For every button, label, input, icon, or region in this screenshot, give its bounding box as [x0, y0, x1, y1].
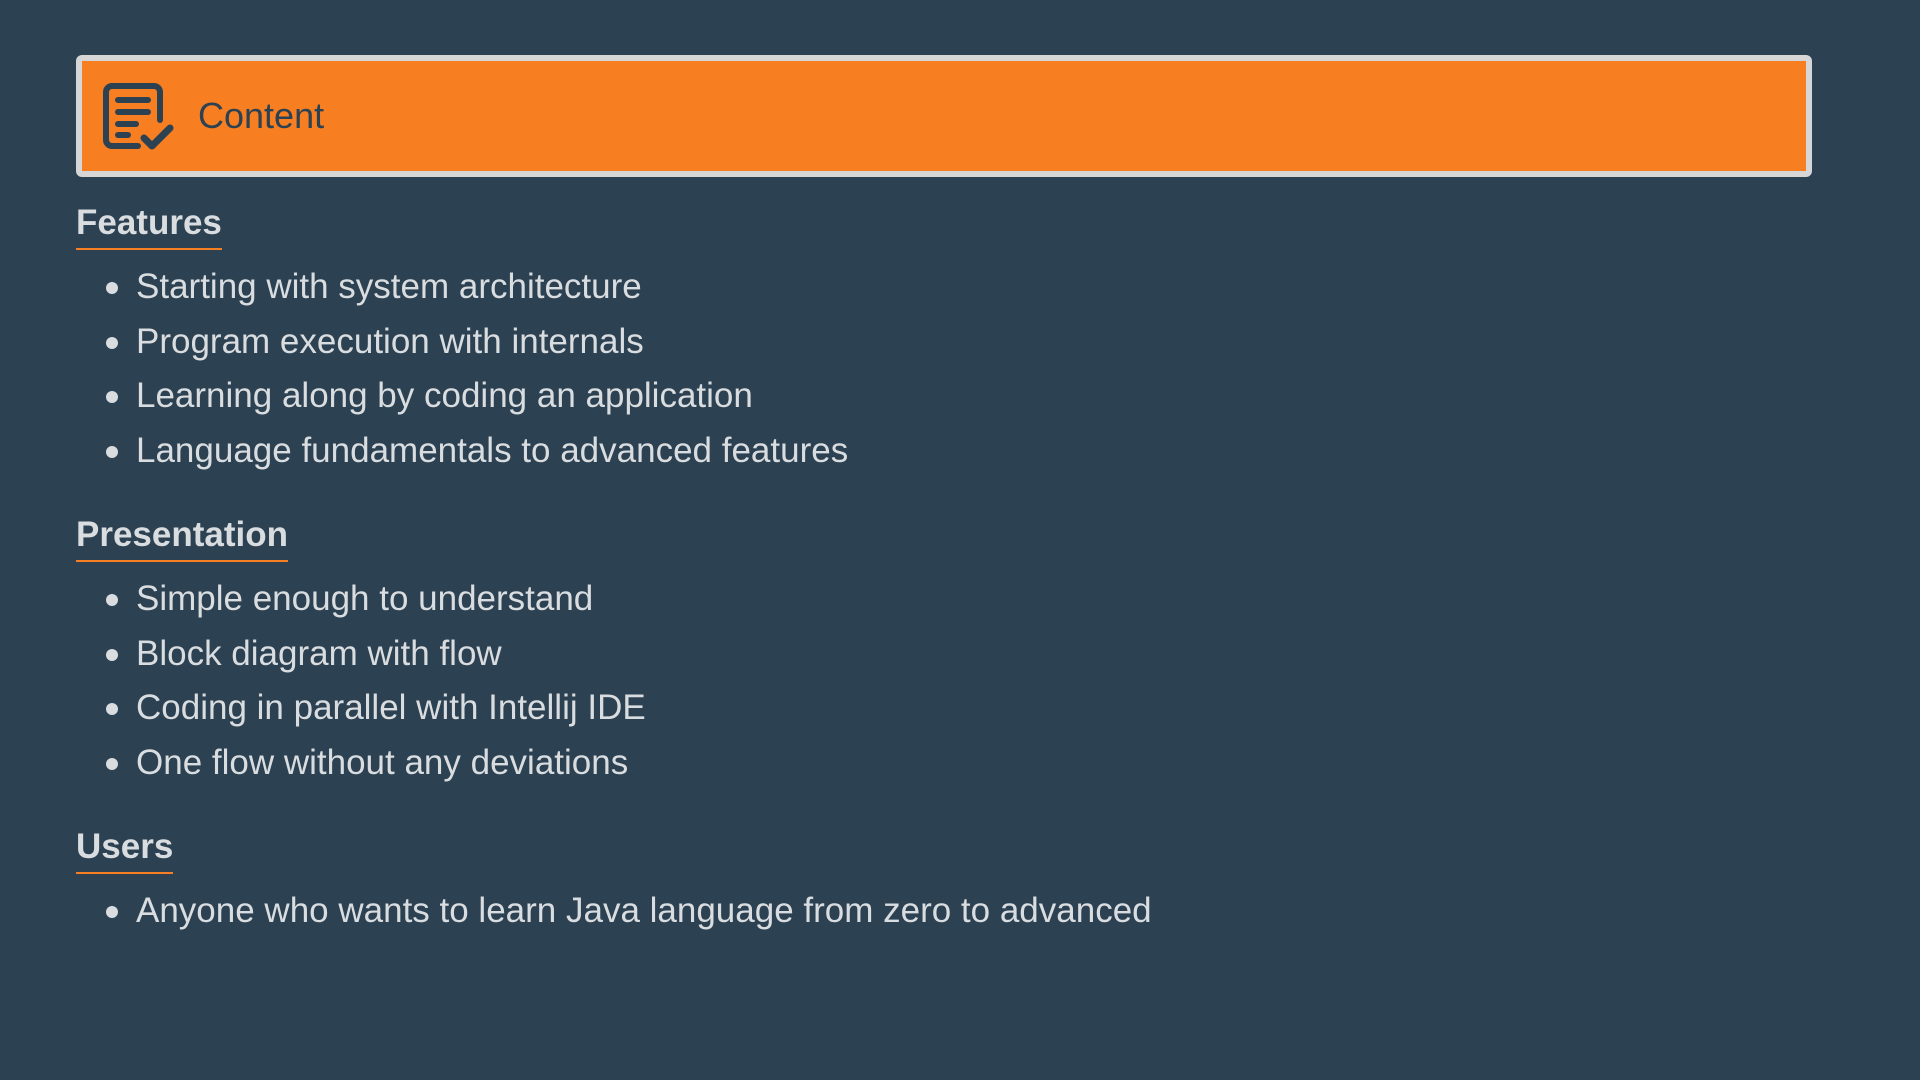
bullet-icon: [106, 594, 118, 606]
list-item-text: Coding in parallel with Intellij IDE: [136, 688, 646, 727]
header-bar: Content: [76, 55, 1812, 177]
bullet-icon: [106, 703, 118, 715]
bullet-list: Simple enough to understand Block diagra…: [76, 572, 1776, 790]
list-item: Starting with system architecture: [76, 260, 1776, 315]
content-area: Features Starting with system architectu…: [76, 200, 1776, 973]
list-item: Anyone who wants to learn Java language …: [76, 884, 1776, 939]
bullet-icon: [106, 282, 118, 294]
list-item: Learning along by coding an application: [76, 369, 1776, 424]
page-title: Content: [198, 95, 325, 136]
bullet-list: Anyone who wants to learn Java language …: [76, 884, 1776, 939]
list-item: One flow without any deviations: [76, 736, 1776, 791]
bullet-icon: [106, 757, 118, 770]
list-item-text: Anyone who wants to learn Java language …: [136, 891, 1152, 930]
list-item-text: Language fundamentals to advanced featur…: [136, 430, 849, 470]
section-presentation: Presentation Simple enough to understand…: [76, 512, 1776, 790]
bullet-icon: [106, 445, 118, 458]
list-item-text: Simple enough to understand: [136, 579, 594, 618]
bullet-icon: [106, 391, 118, 403]
section-users: Users Anyone who wants to learn Java lan…: [76, 824, 1776, 939]
section-features: Features Starting with system architectu…: [76, 200, 1776, 478]
list-item: Program execution with internals: [76, 315, 1776, 370]
list-item: Block diagram with flow: [76, 627, 1776, 682]
bullet-icon: [106, 648, 118, 661]
list-item: Language fundamentals to advanced featur…: [76, 424, 1776, 479]
bullet-icon: [106, 336, 118, 349]
list-item: Simple enough to understand: [76, 572, 1776, 627]
document-checklist-icon: [102, 80, 174, 152]
bullet-icon: [106, 906, 118, 918]
bullet-list: Starting with system architecture Progra…: [76, 260, 1776, 478]
list-item-text: Program execution with internals: [136, 321, 644, 361]
list-item-text: Block diagram with flow: [136, 633, 502, 673]
list-item-text: Starting with system architecture: [136, 267, 642, 306]
section-heading: Presentation: [76, 512, 288, 562]
list-item-text: One flow without any deviations: [136, 742, 629, 782]
section-heading: Users: [76, 824, 174, 874]
list-item-text: Learning along by coding an application: [136, 376, 753, 415]
section-heading: Features: [76, 200, 222, 250]
list-item: Coding in parallel with Intellij IDE: [76, 681, 1776, 736]
